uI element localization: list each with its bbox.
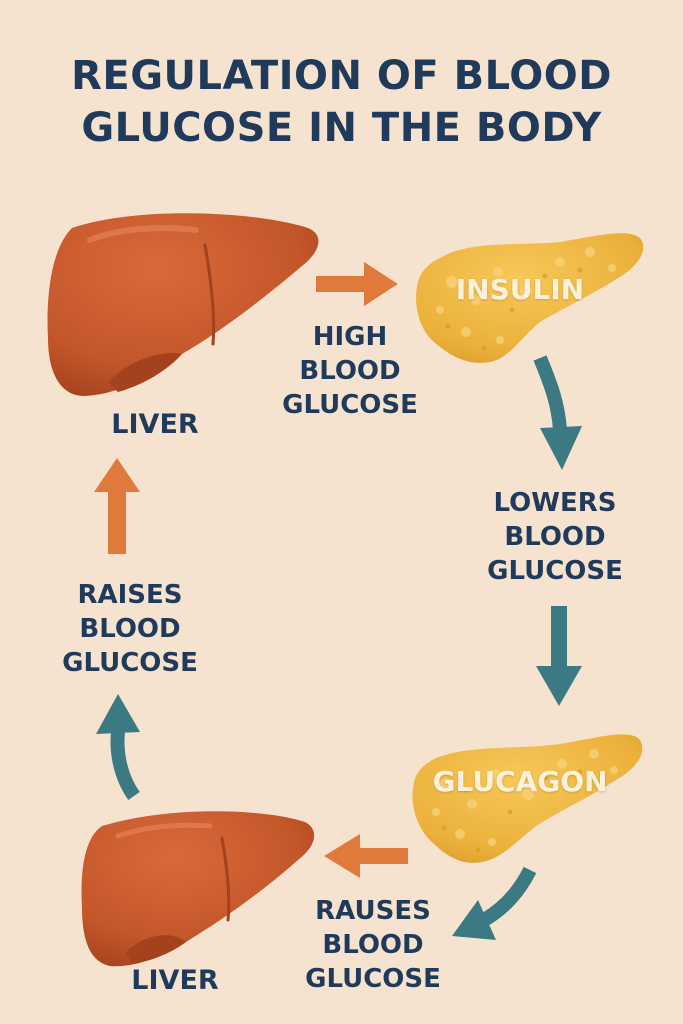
lowers-line-1: LOWERS <box>493 488 617 518</box>
liver-top-label: LIVER <box>111 409 199 440</box>
lowers-blood-glucose-label: LOWERS BLOOD GLUCOSE <box>470 486 640 588</box>
pancreas-bottom-icon <box>412 734 643 863</box>
glucagon-label: GLUCAGON <box>432 765 608 798</box>
rauses-line-2: BLOOD <box>322 930 424 960</box>
rauses-line-3: GLUCOSE <box>305 964 441 994</box>
liver-bottom-icon <box>81 811 315 967</box>
high-line-3: GLUCOSE <box>282 390 418 420</box>
lowers-line-2: BLOOD <box>504 522 606 552</box>
page-title: REGULATION OF BLOOD GLUCOSE IN THE BODY <box>0 50 683 154</box>
arrow-up-left <box>94 458 140 554</box>
arrow-right-top <box>316 262 398 306</box>
insulin-label: INSULIN <box>455 273 585 306</box>
pancreas-top-icon <box>416 233 644 363</box>
arrow-left-bottom <box>324 834 408 878</box>
high-line-2: BLOOD <box>299 356 401 386</box>
liver-bottom-label: LIVER <box>131 965 219 996</box>
arrow-down-right <box>536 606 582 706</box>
raises-line-1: RAISES <box>77 580 183 610</box>
raises-line-2: BLOOD <box>79 614 181 644</box>
rauses-blood-glucose-label: RAUSES BLOOD GLUCOSE <box>288 894 458 996</box>
liver-top-icon <box>47 213 319 396</box>
arrow-curve-up-left <box>96 694 140 801</box>
high-blood-glucose-label: HIGH BLOOD GLUCOSE <box>265 320 435 422</box>
raises-line-3: GLUCOSE <box>62 648 198 678</box>
lowers-line-3: GLUCOSE <box>487 556 623 586</box>
arrow-curve-down-right <box>533 355 582 470</box>
high-line-1: HIGH <box>312 322 388 352</box>
rauses-line-1: RAUSES <box>315 896 431 926</box>
title-line-1: REGULATION OF BLOOD <box>71 53 612 99</box>
arrow-curve-down-left <box>452 866 537 940</box>
title-line-2: GLUCOSE IN THE BODY <box>81 105 602 151</box>
raises-blood-glucose-label: RAISES BLOOD GLUCOSE <box>45 578 215 680</box>
